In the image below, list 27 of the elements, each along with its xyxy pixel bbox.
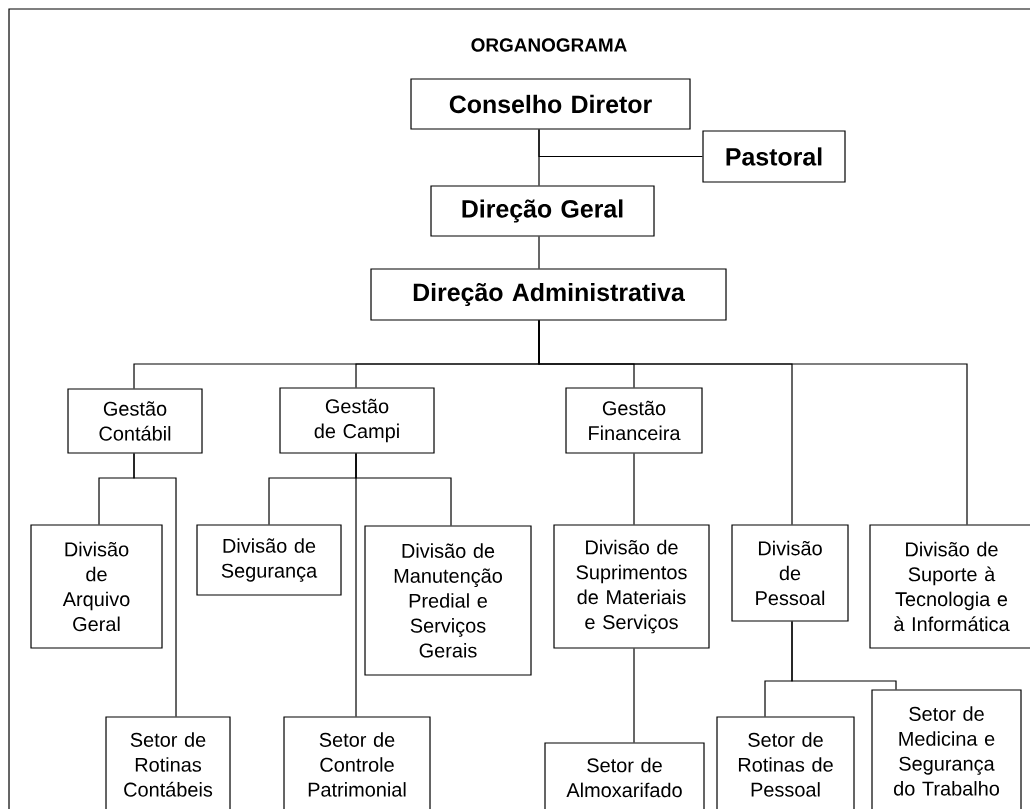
connector-line (633, 453, 635, 525)
connector-line (538, 129, 540, 186)
org-box: Divisão de Arquivo Geral (30, 524, 163, 649)
org-box: Conselho Diretor (410, 78, 691, 130)
title: ORGANOGRAMA (471, 38, 627, 52)
org-box: Gestão de Campi (279, 387, 435, 454)
org-box: Setor de Almoxarifado (544, 742, 705, 809)
connector-line (538, 320, 968, 525)
org-box: Setor de Rotinas Contábeis (105, 716, 231, 809)
org-box: Direção Administrativa (370, 268, 727, 321)
org-box: Divisão de Manutenção Predial e Serviços Gerais (364, 525, 532, 676)
org-box: Divisão de Segurança (196, 524, 342, 596)
org-box: Divisão de Suporte à Tecnologia e à Informática (869, 524, 1030, 649)
connector-line (538, 236, 540, 269)
org-box: Gestão Contábil (67, 388, 203, 454)
org-box: Divisão de Pessoal (731, 524, 849, 622)
org-box: Gestão Financeira (565, 387, 703, 454)
connector-line (133, 453, 177, 717)
org-box: Setor de Rotinas de Pessoal (716, 716, 855, 809)
org-box: Setor de Controle Patrimonial (283, 716, 431, 809)
org-box: Pastoral (702, 130, 846, 183)
org-box: Setor de Medicina e Segurança do Trabalho (871, 689, 1022, 809)
connector-line (791, 621, 897, 690)
connector-line (633, 648, 635, 743)
connector-line (355, 453, 357, 717)
org-box: Direção Geral (430, 185, 655, 237)
org-box: Divisão de Suprimentos de Materiais e Serviços (553, 524, 710, 649)
